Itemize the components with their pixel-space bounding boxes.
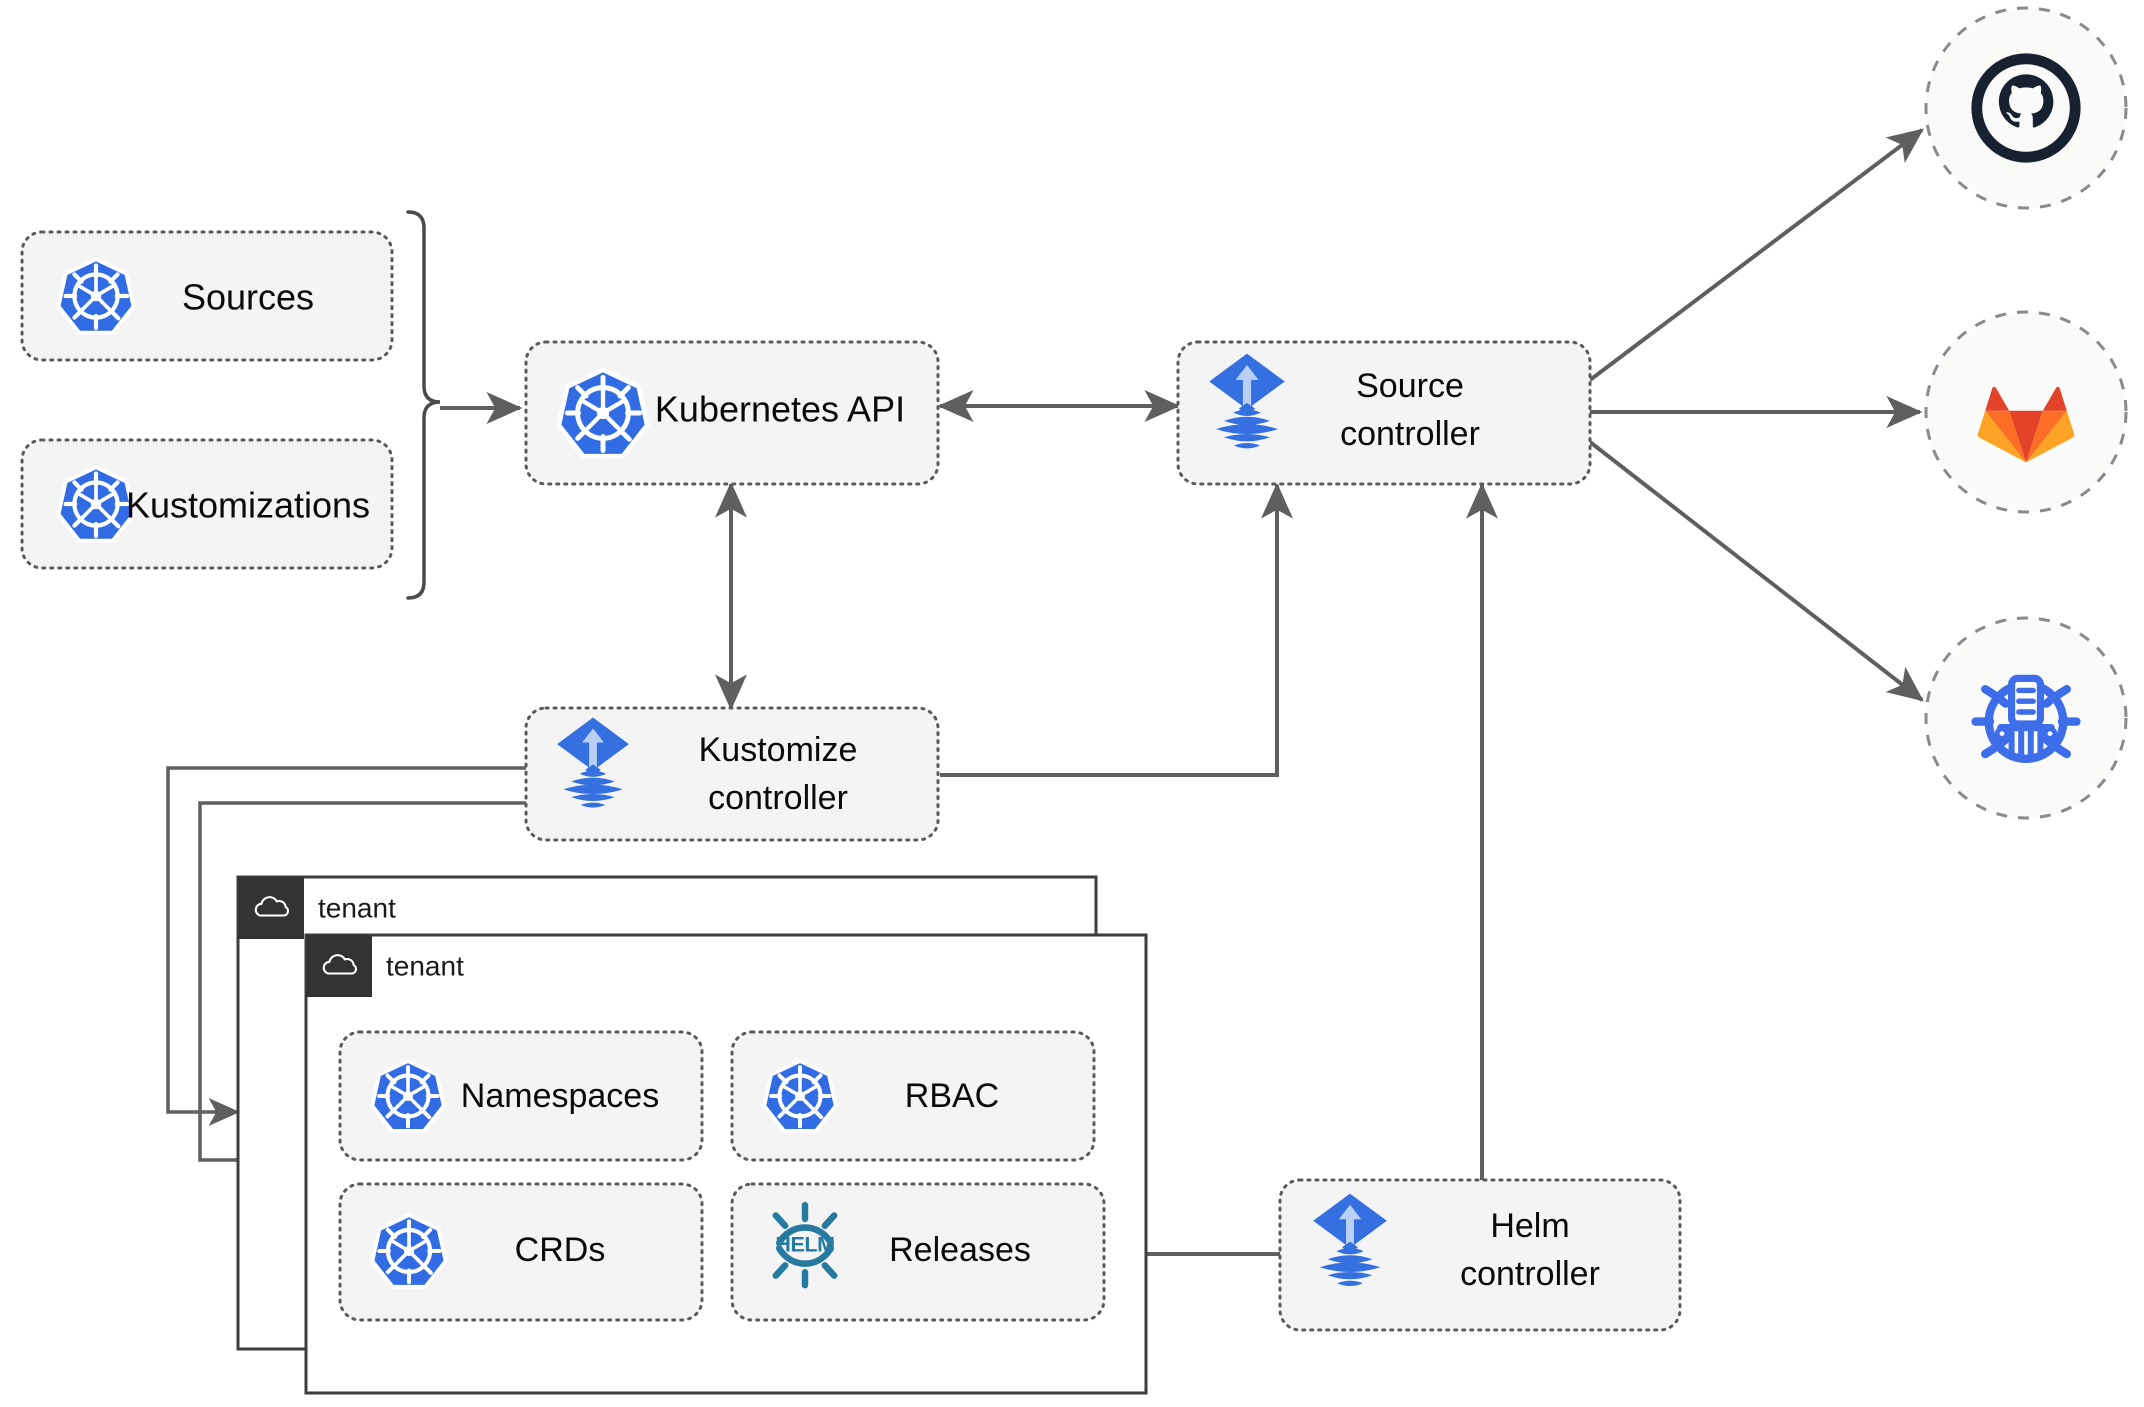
node-namespaces[interactable]: Namespaces bbox=[338, 1030, 704, 1162]
node-kubernetes-api[interactable]: Kubernetes API bbox=[524, 340, 940, 486]
node-sources[interactable]: Sources bbox=[20, 230, 394, 362]
node-helm-controller[interactable]: Helm controller bbox=[1278, 1178, 1682, 1332]
releases-label: Releases bbox=[889, 1231, 1031, 1269]
node-github[interactable] bbox=[1924, 6, 2128, 210]
rbac-box bbox=[730, 1030, 1096, 1162]
kustomize-controller-label-line2: controller bbox=[708, 779, 848, 817]
node-crds[interactable]: CRDs bbox=[338, 1182, 704, 1322]
tenant-front-label: tenant bbox=[386, 950, 464, 981]
namespaces-label: Namespaces bbox=[461, 1077, 659, 1115]
tenant-front-tab bbox=[306, 935, 372, 997]
node-harbor[interactable] bbox=[1924, 616, 2128, 820]
node-source-controller[interactable]: Source controller bbox=[1176, 340, 1592, 486]
kubernetes-icon bbox=[370, 1059, 446, 1133]
crd-nodes: Sources Kustomizations bbox=[20, 230, 394, 570]
kubernetes-api-label: Kubernetes API bbox=[655, 389, 905, 430]
rbac-label: RBAC bbox=[905, 1077, 999, 1115]
kubernetes-icon bbox=[58, 467, 133, 541]
kustomize-controller-label-line1: Kustomize bbox=[699, 731, 858, 769]
kustomize-controller-box bbox=[524, 706, 940, 842]
source-controller-label-line2: controller bbox=[1340, 415, 1480, 453]
source-controller-label-line1: Source bbox=[1356, 367, 1464, 405]
namespaces-box bbox=[338, 1030, 704, 1162]
connector-source-controller-to-github bbox=[1588, 128, 1924, 382]
node-releases[interactable]: Releases bbox=[730, 1182, 1106, 1322]
connector-source-controller-to-harbor bbox=[1588, 440, 1924, 702]
tenant-panel-front[interactable]: tenant bbox=[304, 933, 1148, 1395]
external-sources bbox=[1924, 6, 2128, 820]
kubernetes-icon bbox=[58, 259, 133, 333]
helm-controller-label-line2: controller bbox=[1460, 1255, 1600, 1293]
tenant-front-frame bbox=[304, 933, 1148, 1395]
core-nodes: Kubernetes API Source controller Kustomi… bbox=[524, 340, 1682, 1332]
helm-controller-label-line1: Helm bbox=[1490, 1207, 1569, 1245]
crds-box bbox=[338, 1182, 704, 1322]
tenant-back-label: tenant bbox=[318, 892, 396, 923]
kustomizations-label: Kustomizations bbox=[126, 485, 370, 526]
kubernetes-icon bbox=[559, 370, 647, 456]
crd-group-brace bbox=[406, 210, 441, 600]
node-rbac[interactable]: RBAC bbox=[730, 1030, 1096, 1162]
node-kustomizations[interactable]: Kustomizations bbox=[20, 438, 394, 570]
crds-label: CRDs bbox=[515, 1231, 606, 1269]
tenant-resources: Namespaces RBAC CRDs Releases bbox=[338, 1030, 1106, 1322]
kubernetes-icon bbox=[372, 1215, 445, 1287]
sources-label: Sources bbox=[182, 277, 314, 318]
source-controller-box bbox=[1176, 340, 1592, 486]
connector-kustomize-controller-to-tenant-back bbox=[166, 766, 528, 1126]
connector-layer bbox=[166, 128, 1924, 1270]
node-gitlab[interactable] bbox=[1924, 310, 2128, 514]
github-circle bbox=[1924, 6, 2128, 210]
kubernetes-icon bbox=[762, 1059, 838, 1133]
node-kustomize-controller[interactable]: Kustomize controller bbox=[524, 706, 940, 842]
releases-box bbox=[730, 1182, 1106, 1322]
connector-kustomize-controller-to-source-controller bbox=[940, 482, 1293, 777]
tenant-back-tab bbox=[238, 877, 304, 939]
